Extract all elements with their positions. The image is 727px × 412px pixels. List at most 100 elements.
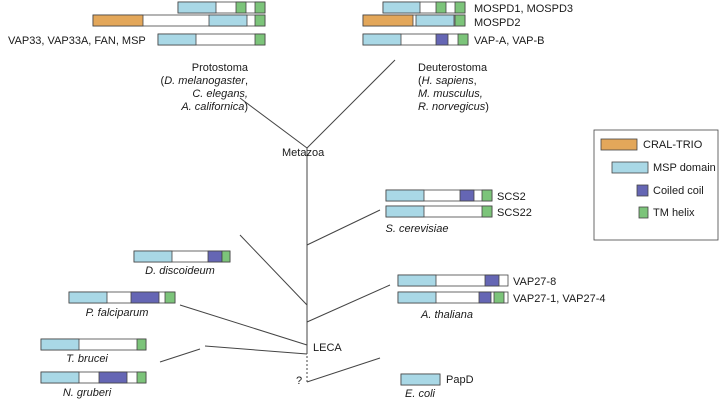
bar-t-brucei: [40, 338, 147, 351]
bar-d-discoideum: [133, 250, 231, 263]
branch-trypanosoma: [204, 345, 308, 355]
tm-helix-domain: [164, 291, 176, 304]
species-d-discoideum: D. discoideum: [145, 265, 215, 277]
legend-swatch-tm-helix: [638, 206, 649, 219]
domain-bars: [40, 1, 509, 386]
label-vap27-8: VAP27-8: [513, 276, 556, 288]
msp-domain: [382, 1, 421, 14]
label-scs2: SCS2: [497, 191, 526, 203]
branch-plant: [306, 284, 391, 323]
deuterostoma-title: Deuterostoma: [418, 62, 488, 74]
msp-domain: [362, 33, 402, 46]
deuterostoma-line2: M. musculus,: [418, 88, 483, 100]
coiled-coil-domain: [98, 371, 128, 384]
tm-helix-domain: [136, 338, 147, 351]
tm-helix-domain: [254, 14, 266, 27]
legend-swatch-msp: [611, 161, 649, 174]
protostoma-title: Protostoma: [192, 62, 249, 74]
tm-helix-domain: [254, 33, 266, 46]
tree-branches: [159, 59, 396, 383]
bar-mospd2-protostoma: [92, 14, 266, 27]
species-n-gruberi: N. gruberi: [63, 387, 112, 399]
label-vap33: VAP33, VAP33A, FAN, MSP: [8, 35, 146, 47]
legend-swatch-cral-trio: [600, 138, 638, 151]
msp-domain: [397, 274, 437, 287]
msp-domain: [157, 33, 197, 46]
bar-mospd2-deuterostoma: [362, 14, 466, 27]
tm-helix-domain: [454, 1, 466, 14]
tm-helix-domain: [235, 1, 247, 14]
bar-vap27-8: [397, 274, 509, 287]
protostoma-line2: C. elegans,: [192, 88, 248, 100]
bar-mospd1-protostoma: [177, 1, 266, 14]
bar-n-gruberi: [40, 371, 147, 384]
metazoa-label: Metazoa: [282, 147, 325, 159]
species-s-cerevisiae: S. cerevisiae: [386, 223, 449, 235]
species-a-thaliana: A. thaliana: [420, 309, 473, 321]
label-papd: PapD: [446, 374, 474, 386]
tm-helix-domain: [435, 1, 447, 14]
branch-plasmodium: [179, 304, 308, 346]
bar-vapab: [362, 33, 469, 46]
legend-label-cral-trio: CRAL-TRIO: [643, 139, 703, 151]
legend-label-msp: MSP domain: [653, 162, 716, 174]
bar-scs2: [385, 189, 493, 202]
bar-vap27-1: [397, 291, 509, 304]
tm-helix-domain: [493, 291, 505, 304]
bar-p-falciparum: [68, 291, 176, 304]
species-p-falciparum: P. falciparum: [86, 307, 149, 319]
label-mospd1: MOSPD1, MOSPD3: [474, 3, 573, 15]
branch-yeast: [306, 209, 381, 246]
legend: CRAL-TRIO MSP domain Coiled coil TM heli…: [593, 129, 719, 241]
msp-domain: [397, 291, 437, 304]
branch-ecoli: [306, 357, 381, 383]
legend-label-coiled-coil: Coiled coil: [653, 185, 704, 197]
msp-domain: [208, 14, 248, 27]
coiled-coil-domain: [435, 33, 449, 46]
bar-vap33: [157, 33, 266, 46]
coiled-coil-domain: [207, 250, 223, 263]
tm-helix-domain: [136, 371, 147, 384]
cral-trio-domain: [92, 14, 144, 27]
species-e-coli: E. coli: [405, 388, 436, 400]
tm-helix-domain: [254, 1, 266, 14]
branch-dicty: [239, 234, 308, 306]
tm-helix-domain: [454, 14, 466, 27]
coiled-coil-domain: [130, 291, 160, 304]
leca-label: LECA: [313, 342, 342, 354]
tm-helix-domain: [481, 189, 493, 202]
msp-domain: [415, 14, 455, 27]
msp-domain: [40, 371, 80, 384]
deuterostoma-line1: (H. sapiens,: [418, 75, 477, 87]
tm-helix-domain: [481, 205, 493, 218]
coiled-coil-domain: [459, 189, 475, 202]
bar-papd: [400, 373, 441, 386]
label-scs22: SCS22: [497, 207, 532, 219]
branch-protostoma: [239, 97, 308, 149]
msp-domain: [385, 205, 425, 218]
bar-scs22: [385, 205, 493, 218]
coiled-coil-domain: [484, 274, 500, 287]
root-question-label: ?: [296, 375, 302, 387]
msp-domain: [40, 338, 80, 351]
branch-deuterostoma: [306, 59, 396, 149]
protostoma-line3: A. californica): [180, 101, 248, 113]
label-vap27-1: VAP27-1, VAP27-4: [513, 293, 606, 305]
msp-domain: [385, 189, 425, 202]
deuterostoma-line3: R. norvegicus): [418, 101, 489, 113]
msp-domain: [133, 250, 173, 263]
species-t-brucei: T. brucei: [66, 353, 108, 365]
label-mospd2: MOSPD2: [474, 17, 520, 29]
tm-helix-domain: [221, 250, 231, 263]
coiled-coil-domain: [478, 291, 492, 304]
tm-helix-domain: [457, 33, 469, 46]
protostoma-line1: (D. melanogaster,: [161, 75, 248, 87]
msp-domain: [68, 291, 108, 304]
bar-mospd1-deuterostoma: [382, 1, 466, 14]
cral-trio-domain: [362, 14, 414, 27]
branch-naegleria: [159, 348, 201, 363]
msp-domain: [400, 373, 441, 386]
msp-domain: [177, 1, 217, 14]
legend-label-tm-helix: TM helix: [653, 207, 695, 219]
